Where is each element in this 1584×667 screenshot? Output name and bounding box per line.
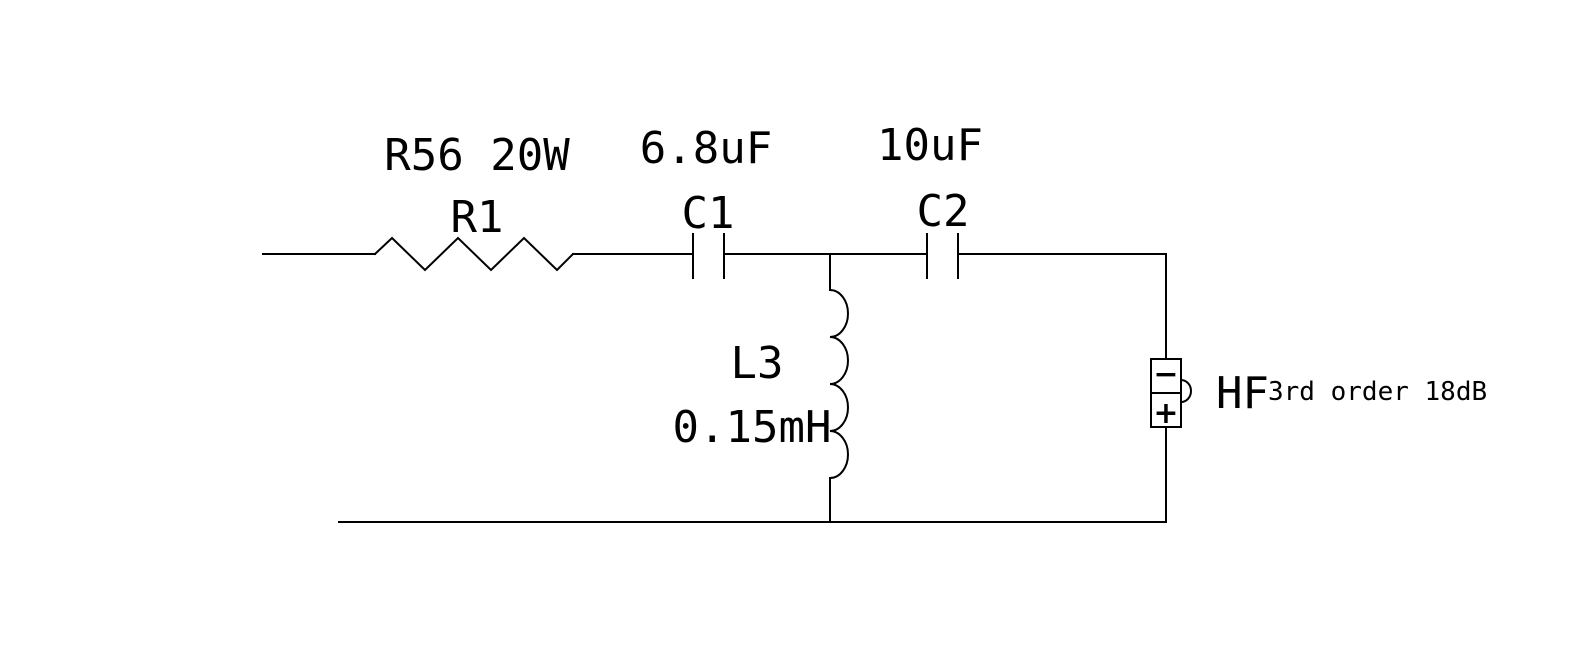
capacitor-c1-symbol (692, 233, 725, 279)
speaker-note-label: 3rd order 18dB (1268, 377, 1487, 407)
speaker-plus-sign: + (1153, 396, 1178, 431)
capacitor1-ref-label: C1 (682, 188, 735, 239)
resistor-value-label: R56 20W (384, 130, 570, 181)
capacitor2-ref-label: C2 (917, 186, 970, 237)
capacitor-c2-symbol (926, 233, 959, 279)
inductor-value-label: 0.15mH (673, 402, 832, 453)
capacitor1-value-label: 6.8uF (640, 123, 772, 174)
resistor-ref-label: R1 (451, 192, 504, 243)
speaker-name-label: HF (1216, 368, 1269, 419)
speaker-hf-symbol: − + (1150, 357, 1192, 431)
inductor-l3-symbol (828, 288, 849, 480)
resistor-r1-symbol (373, 236, 575, 272)
speaker-minus-sign: − (1153, 357, 1178, 392)
capacitor2-value-label: 10uF (877, 120, 983, 171)
inductor-ref-label: L3 (731, 338, 784, 389)
